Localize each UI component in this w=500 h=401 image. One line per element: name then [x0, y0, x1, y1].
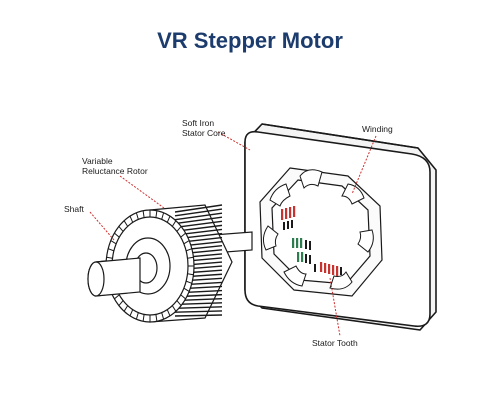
rotor-tooth	[114, 232, 120, 238]
rotor-tooth	[166, 309, 171, 317]
label-stator-core: Soft Iron Stator Core	[182, 118, 226, 138]
rotor-tooth	[176, 300, 182, 306]
rotor-rib	[174, 208, 223, 217]
rotor-tooth	[171, 305, 177, 312]
label-rotor: Variable Reluctance Rotor	[82, 156, 148, 176]
rotor-rib	[174, 204, 223, 213]
rotor-tooth	[183, 240, 190, 245]
stator-teeth	[262, 169, 374, 290]
rotor	[105, 204, 233, 323]
rotor-tooth	[129, 309, 134, 317]
rotor-rib	[174, 212, 223, 221]
rotor-tooth	[123, 305, 129, 312]
rotor-teeth	[106, 210, 194, 322]
rotor-tooth	[155, 314, 158, 322]
rotor-tooth	[114, 294, 120, 300]
label-winding: Winding	[362, 124, 393, 134]
rotor-tooth	[161, 212, 165, 220]
rotor-tooth	[176, 226, 182, 232]
rotor-rib	[174, 306, 223, 309]
rotor-tooth	[155, 210, 158, 218]
rotor-rib	[174, 310, 223, 313]
rotor-rib	[174, 220, 223, 229]
rotor-tooth	[180, 232, 186, 238]
rotor-tooth	[187, 256, 194, 259]
rotor-tooth	[171, 220, 177, 227]
rotor-tooth	[185, 248, 192, 252]
stator-windings	[281, 206, 342, 276]
label-shaft: Shaft	[64, 204, 84, 214]
rotor-tooth	[135, 312, 139, 320]
label-stator-tooth: Stator Tooth	[312, 338, 358, 348]
rotor-tooth	[185, 280, 192, 284]
rotor-tooth	[108, 248, 115, 252]
shaft-front	[87, 257, 141, 297]
rotor-tooth	[110, 240, 117, 245]
rotor-tooth	[161, 312, 165, 320]
rotor-tooth	[187, 273, 194, 276]
rotor-tooth	[180, 294, 186, 300]
rotor-tooth	[118, 300, 124, 306]
rotor-tooth	[118, 226, 124, 232]
rotor-rib	[174, 216, 223, 225]
rotor-rib	[174, 314, 223, 317]
rotor-tooth	[106, 256, 113, 259]
leader-lines	[89, 131, 377, 337]
rotor-tooth	[166, 215, 171, 223]
rotor-tooth	[183, 287, 190, 292]
rotor-tooth	[129, 215, 134, 223]
rotor-tooth	[123, 220, 129, 227]
rotor-tooth	[142, 210, 145, 218]
rotor-tooth	[142, 314, 145, 322]
rotor-tooth	[135, 212, 139, 220]
diagram-title: VR Stepper Motor	[157, 28, 343, 53]
